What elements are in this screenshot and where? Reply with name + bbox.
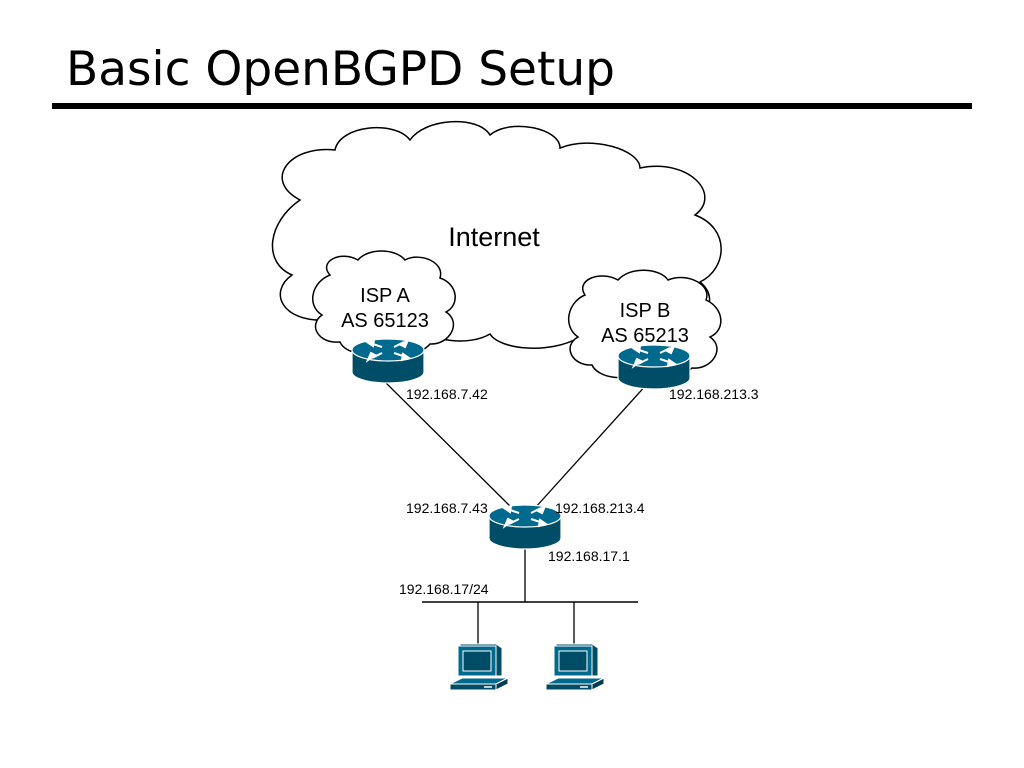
workstation-icon (545, 643, 605, 691)
isp-a-name: ISP A (360, 285, 410, 307)
local-router-address-isp-a: 192.168.7.43 (406, 500, 488, 516)
lan-subnet-label: 192.168.17/24 (399, 581, 489, 597)
isp-a-cloud (312, 250, 456, 355)
title-divider (52, 103, 972, 109)
isp-a-router-address: 192.168.7.42 (406, 386, 488, 402)
isp-b-router-address: 192.168.213.3 (669, 386, 759, 402)
local-router-address-lan: 192.168.17.1 (548, 548, 630, 564)
isp-b-as-number: AS 65213 (601, 325, 689, 347)
router-icon (488, 504, 562, 550)
isp-b-name: ISP B (620, 300, 671, 322)
page-title: Basic OpenBGPD Setup (66, 42, 616, 97)
local-router-address-isp-b: 192.168.213.4 (555, 500, 645, 516)
router-icon (351, 338, 425, 384)
link-isp-b-to-local (534, 382, 649, 509)
workstation-icon (449, 643, 509, 691)
isp-a-as-number: AS 65123 (341, 310, 429, 332)
internet-label: Internet (448, 222, 540, 252)
link-isp-a-to-local (379, 376, 513, 509)
router-icon (617, 344, 691, 390)
